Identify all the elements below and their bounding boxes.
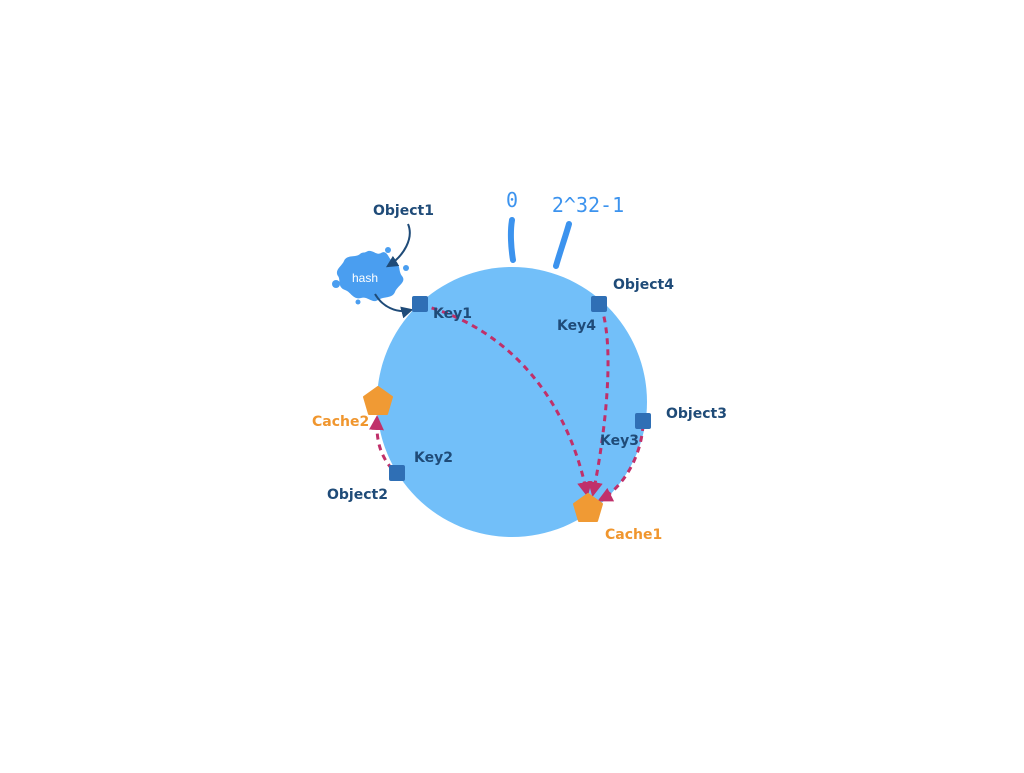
cache1-label: Cache1 [605, 527, 662, 543]
key1-to-cache1-arrow [420, 303, 592, 497]
cache1-node [573, 493, 603, 522]
ring-end-label: 2^32-1 [552, 193, 624, 217]
key2-to-cache2-arrow [368, 415, 394, 470]
key2-label: Key2 [414, 450, 453, 466]
key3-node [635, 413, 651, 429]
cache2-label: Cache2 [312, 414, 369, 430]
cache2-node [363, 386, 393, 415]
object1-to-hash-arrow [385, 223, 411, 268]
object4-label: Object4 [613, 277, 674, 293]
ring-start-marker [507, 217, 516, 263]
key3-label: Key3 [600, 433, 639, 449]
key3-to-cache1-arrow [597, 424, 645, 502]
hash-ring [377, 267, 647, 537]
object2-label: Object2 [327, 487, 388, 503]
hash-to-key1-arrow [374, 293, 414, 319]
key1-node [412, 296, 428, 312]
key1-label: Key1 [433, 306, 472, 322]
key4-node [591, 296, 607, 312]
ring-end-marker [553, 221, 572, 269]
key2-node [389, 465, 405, 481]
hash-label: hash [352, 271, 378, 285]
key4-label: Key4 [557, 318, 596, 334]
ring-start-label: 0 [506, 188, 518, 212]
object1-label: Object1 [373, 203, 434, 219]
key4-to-cache1-arrow [588, 305, 610, 497]
object3-label: Object3 [666, 406, 727, 422]
